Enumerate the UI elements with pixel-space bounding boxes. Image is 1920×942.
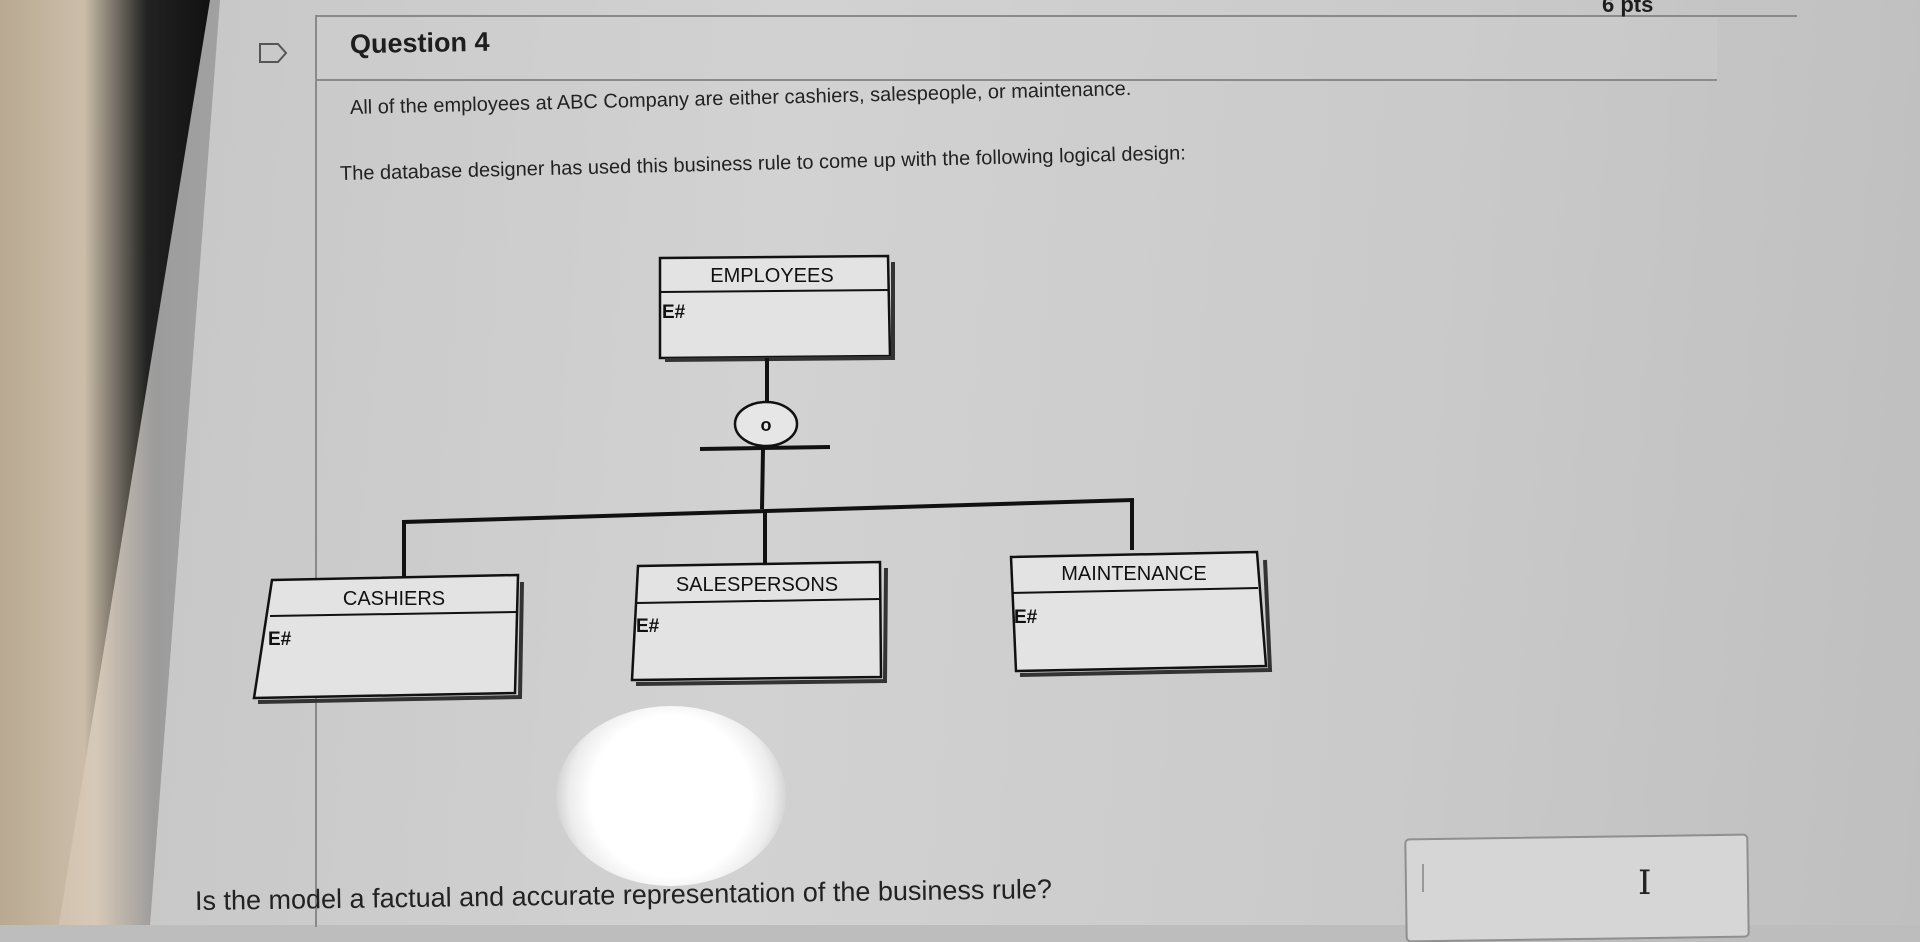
entity-employees-attr: E#: [662, 302, 686, 323]
screen-area: [150, 0, 1920, 925]
entity-maintenance-attr: E#: [1014, 607, 1038, 628]
entity-employees: EMPLOYEES E#: [658, 254, 895, 362]
subtype-circle: o: [733, 400, 799, 448]
question-card: [315, 15, 1797, 927]
erd-subset-bar: [699, 445, 831, 451]
answer-input[interactable]: [1404, 833, 1750, 942]
entity-salespersons-attr: E#: [636, 616, 660, 637]
entity-salespersons-name: SALESPERSONS: [676, 574, 838, 596]
entity-maintenance: MAINTENANCE E#: [1009, 550, 1273, 677]
subtype-symbol: o: [761, 415, 772, 435]
text-cursor-icon: I: [1638, 863, 1652, 903]
entity-cashiers-attr: E#: [268, 629, 292, 650]
points-label: 6 pts: [1602, 0, 1654, 17]
question-header: [317, 17, 1717, 81]
light-glare: [556, 706, 786, 886]
erd-connector-mid: [760, 448, 765, 510]
entity-employees-name: EMPLOYEES: [710, 265, 833, 287]
entity-maintenance-name: MAINTENANCE: [1061, 563, 1207, 585]
entity-cashiers-name: CASHIERS: [343, 588, 445, 610]
entity-cashiers: CASHIERS E#: [252, 573, 524, 704]
text-caret: [1422, 864, 1424, 892]
flag-outline-icon[interactable]: [258, 42, 288, 64]
entity-salespersons: SALESPERSONS E#: [630, 560, 888, 686]
erd-bus-line: [402, 497, 1134, 578]
